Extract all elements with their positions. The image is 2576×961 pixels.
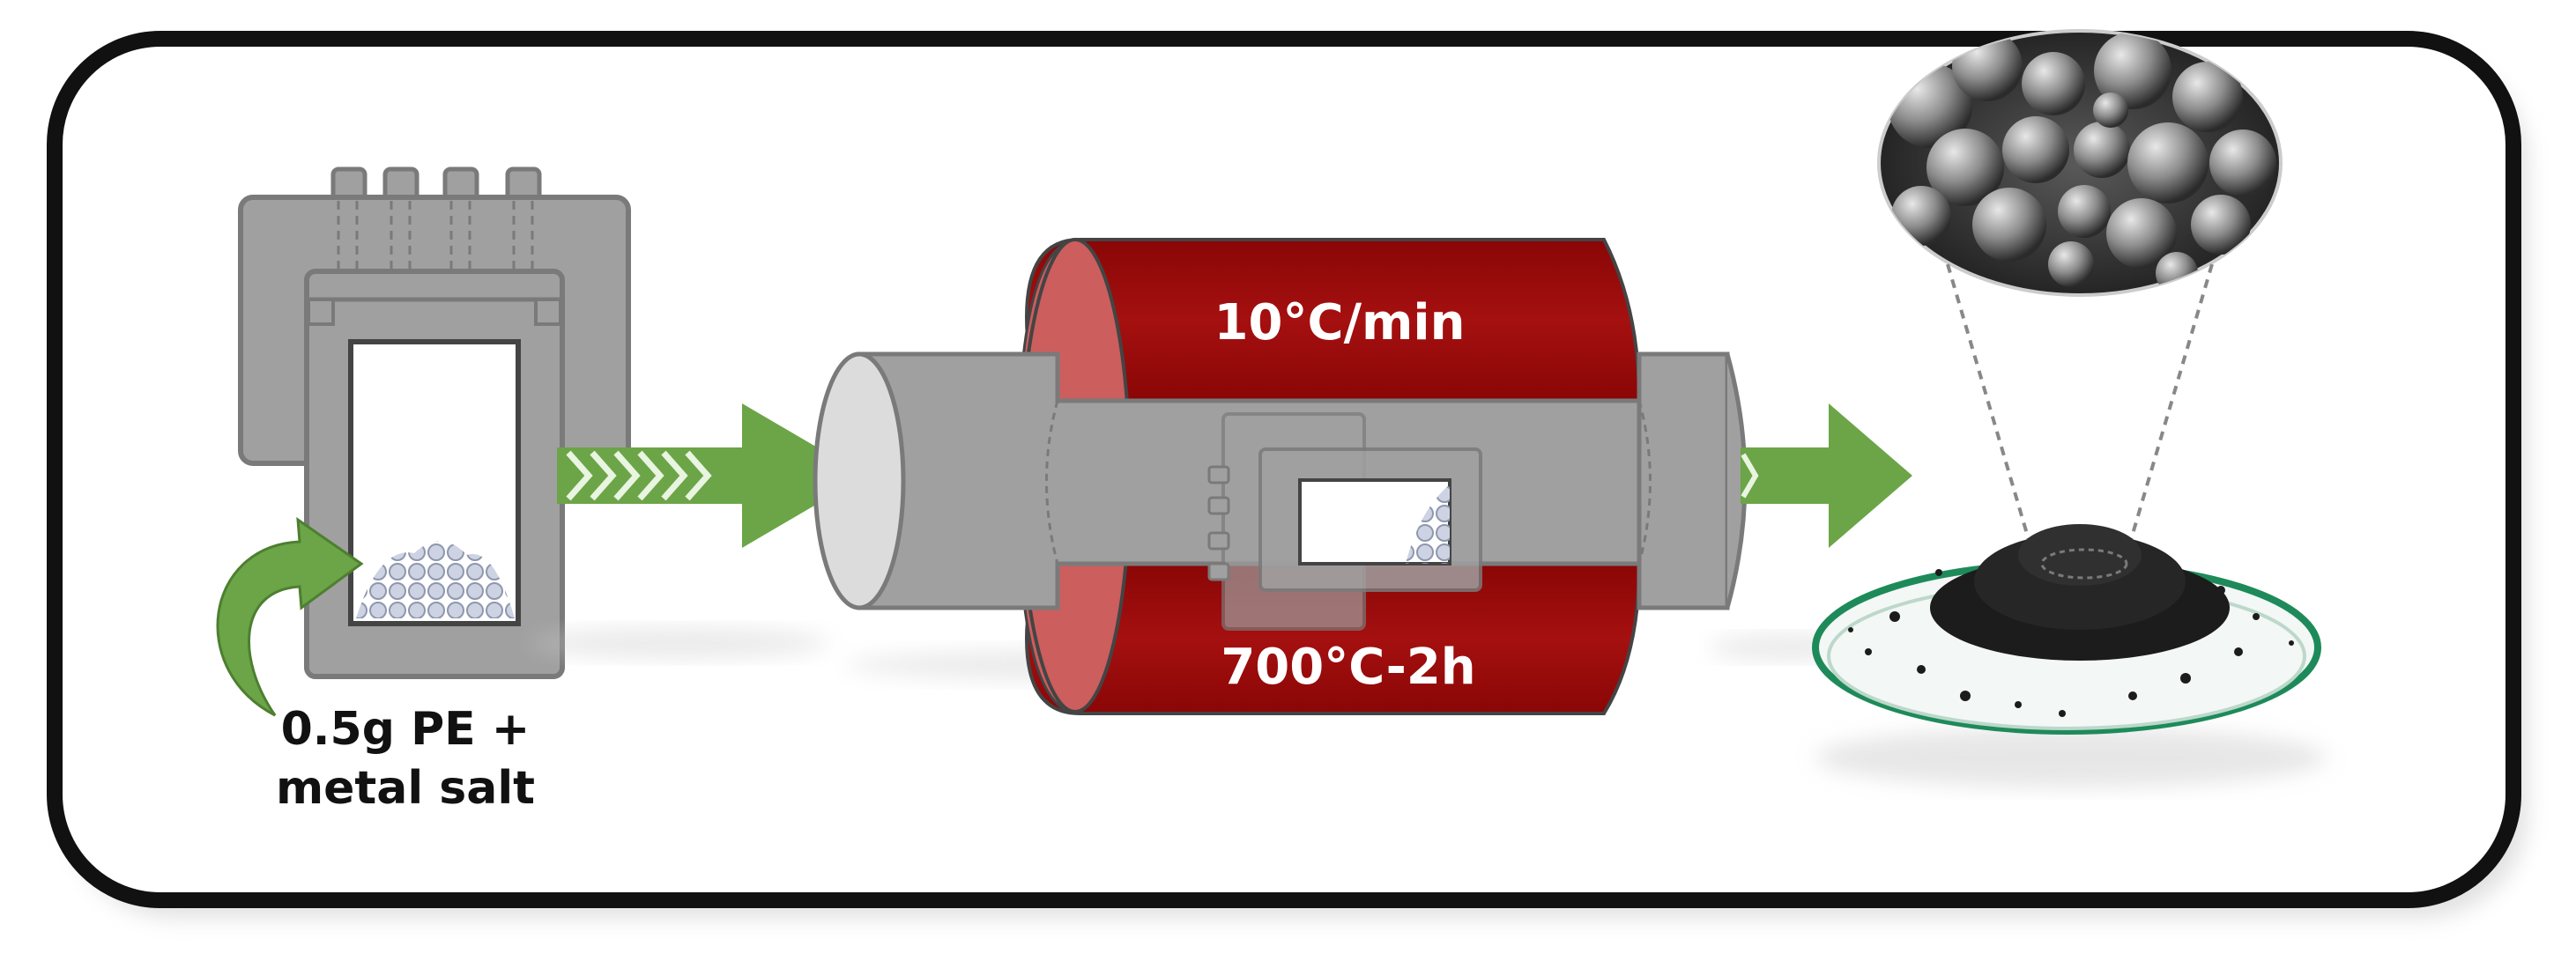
sample-pile — [356, 541, 515, 618]
loading-arrow-icon — [216, 516, 364, 717]
hold-temperature-label: 700°C-2h — [1221, 639, 1475, 696]
chevron-icons — [566, 450, 712, 501]
precursor-label-line2: metal salt — [276, 762, 535, 815]
carbon-powder — [1848, 524, 2294, 717]
mini-reactor-icon — [1207, 412, 1482, 631]
zoom-lines — [1946, 263, 2214, 565]
quartz-tube-right — [1637, 351, 1730, 610]
tube-furnace-icon — [813, 238, 1748, 715]
process-arrow-1 — [529, 403, 865, 659]
heating-rate-label: 10°C/min — [1214, 294, 1466, 351]
precursor-label-line1: 0.5g PE + — [281, 703, 531, 756]
chevron-icon — [1741, 453, 1759, 499]
sem-image — [1877, 29, 2283, 297]
tube-opening — [813, 351, 906, 610]
autoclave-reactor-icon — [238, 166, 631, 679]
